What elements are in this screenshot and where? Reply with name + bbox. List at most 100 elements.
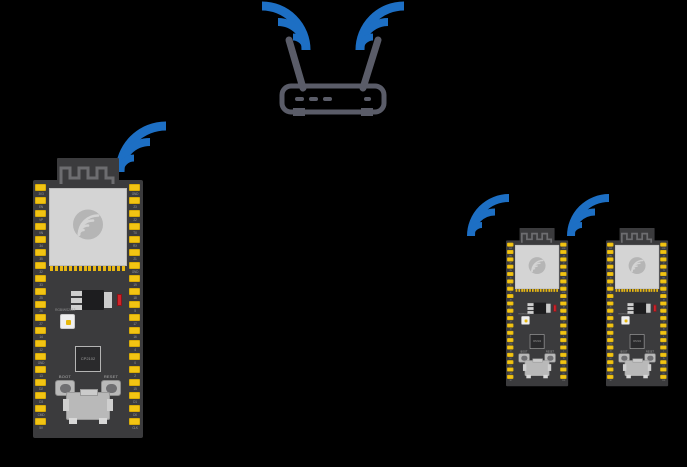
pin-pad[interactable]: [507, 330, 514, 335]
pin-pad[interactable]: [507, 301, 514, 306]
pin-pad[interactable]: [607, 316, 614, 321]
pin-pad[interactable]: [560, 345, 567, 350]
pin-pad[interactable]: [607, 294, 614, 299]
pin-pad[interactable]: [35, 197, 46, 204]
pin-pad[interactable]: [607, 272, 614, 277]
pin-pad[interactable]: [35, 301, 46, 308]
pin-pad[interactable]: [129, 392, 140, 399]
pin-pad[interactable]: [507, 257, 514, 262]
pin-pad[interactable]: [507, 272, 514, 277]
pin-pad[interactable]: [129, 327, 140, 334]
pin-pad[interactable]: [129, 366, 140, 373]
pin-pad[interactable]: [607, 286, 614, 291]
pin-pad[interactable]: [35, 379, 46, 386]
pin-pad[interactable]: [35, 262, 46, 269]
pin-pad[interactable]: [560, 330, 567, 335]
pin-pad[interactable]: [560, 279, 567, 284]
pin-pad[interactable]: [660, 308, 667, 313]
pin-pad[interactable]: [560, 301, 567, 306]
pin-pad[interactable]: [129, 262, 140, 269]
pin-pad[interactable]: [660, 257, 667, 262]
pin-pad[interactable]: [560, 286, 567, 291]
pin-pad[interactable]: [507, 374, 514, 379]
pin-pad[interactable]: [507, 367, 514, 372]
pin-pad[interactable]: [129, 288, 140, 295]
pin-pad[interactable]: [35, 392, 46, 399]
pin-pad[interactable]: [507, 294, 514, 299]
pin-pad[interactable]: [660, 264, 667, 269]
pin-pad[interactable]: [129, 197, 140, 204]
pin-pad[interactable]: [660, 294, 667, 299]
pin-pad[interactable]: [660, 374, 667, 379]
pin-pad[interactable]: [660, 323, 667, 328]
pin-pad[interactable]: [607, 279, 614, 284]
pin-pad[interactable]: [129, 210, 140, 217]
pin-pad[interactable]: [507, 352, 514, 357]
pin-pad[interactable]: [560, 264, 567, 269]
pin-pad[interactable]: [507, 316, 514, 321]
micro-usb-port[interactable]: [63, 389, 113, 424]
pin-pad[interactable]: [660, 286, 667, 291]
pin-pad[interactable]: [35, 275, 46, 282]
pin-pad[interactable]: [129, 353, 140, 360]
pin-pad[interactable]: [660, 242, 667, 247]
pin-pad[interactable]: [560, 367, 567, 372]
pin-pad[interactable]: [660, 301, 667, 306]
pin-pad[interactable]: [560, 338, 567, 343]
pin-pad[interactable]: [607, 301, 614, 306]
pin-pad[interactable]: [560, 316, 567, 321]
reset-button[interactable]: [544, 353, 556, 363]
pin-pad[interactable]: [607, 374, 614, 379]
pin-pad[interactable]: [560, 294, 567, 299]
pin-pad[interactable]: [607, 257, 614, 262]
pin-pad[interactable]: [560, 272, 567, 277]
pin-pad[interactable]: [129, 236, 140, 243]
pin-pad[interactable]: [35, 327, 46, 334]
pin-pad[interactable]: [560, 374, 567, 379]
pin-pad[interactable]: [660, 279, 667, 284]
pin-pad[interactable]: [507, 242, 514, 247]
pin-pad[interactable]: [129, 301, 140, 308]
pin-pad[interactable]: [560, 352, 567, 357]
pin-pad[interactable]: [129, 275, 140, 282]
pin-pad[interactable]: [607, 367, 614, 372]
pin-pad[interactable]: [660, 352, 667, 357]
pin-pad[interactable]: [507, 308, 514, 313]
pin-pad[interactable]: [660, 316, 667, 321]
pin-pad[interactable]: [660, 272, 667, 277]
pin-pad[interactable]: [507, 250, 514, 254]
pin-pad[interactable]: [35, 184, 46, 191]
pin-pad[interactable]: [660, 345, 667, 350]
pin-pad[interactable]: [607, 360, 614, 365]
boot-button[interactable]: [618, 353, 630, 363]
pin-pad[interactable]: [507, 264, 514, 269]
pin-pad[interactable]: [129, 340, 140, 347]
pin-pad[interactable]: [660, 338, 667, 343]
pin-pad[interactable]: [560, 257, 567, 262]
pin-pad[interactable]: [560, 308, 567, 313]
pin-pad[interactable]: [129, 314, 140, 321]
pin-pad[interactable]: [507, 323, 514, 328]
pin-pad[interactable]: [35, 340, 46, 347]
pin-pad[interactable]: [607, 250, 614, 254]
pin-pad[interactable]: [607, 330, 614, 335]
pin-pad[interactable]: [507, 338, 514, 343]
pin-pad[interactable]: [35, 288, 46, 295]
pin-pad[interactable]: [35, 314, 46, 321]
pin-pad[interactable]: [507, 360, 514, 365]
pin-pad[interactable]: [129, 249, 140, 256]
pin-pad[interactable]: [607, 352, 614, 357]
pin-pad[interactable]: [129, 184, 140, 191]
pin-pad[interactable]: [129, 223, 140, 230]
pin-pad[interactable]: [607, 242, 614, 247]
pin-pad[interactable]: [507, 279, 514, 284]
pin-pad[interactable]: [560, 250, 567, 254]
